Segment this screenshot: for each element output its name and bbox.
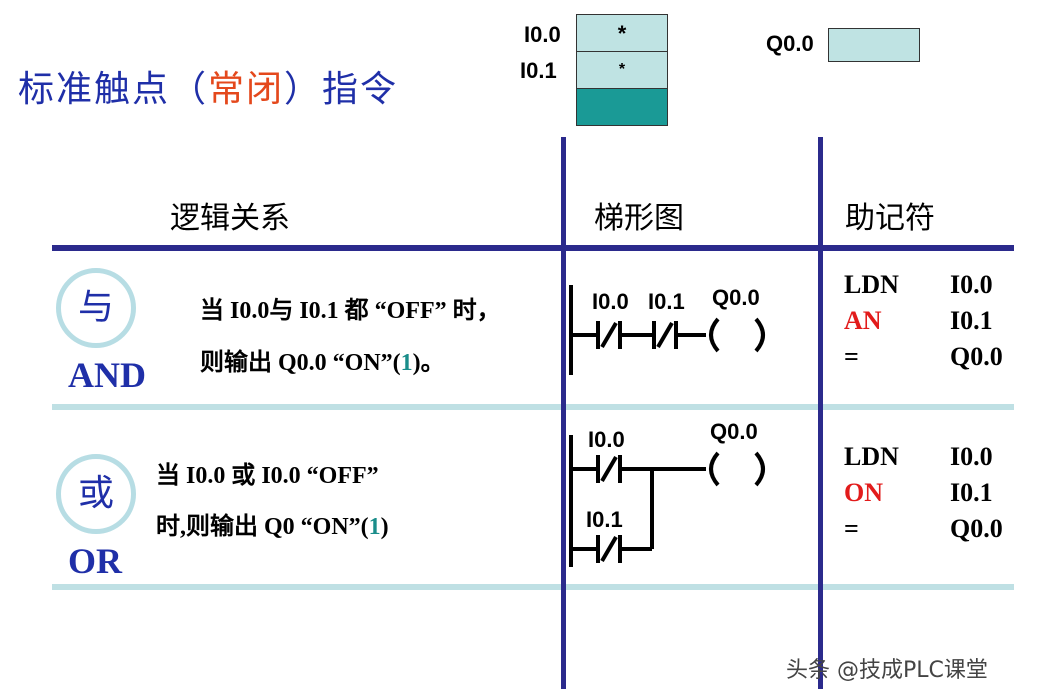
and-mn-op-3: = — [844, 342, 859, 371]
or-mn-arg-2: I0.1 — [950, 478, 993, 507]
and-contact2-slash — [656, 321, 674, 349]
and-mn-op-2: AN — [844, 306, 882, 335]
and-desc-line2-end: )。 — [412, 350, 445, 376]
header-mnemonic: 助记符 — [845, 201, 935, 236]
or-desc-line2: 时,则输出 Q0 “ON”(1) — [156, 506, 389, 541]
or-desc-line2-end: ) — [380, 514, 389, 540]
header-logic: 逻辑关系 — [170, 201, 290, 236]
watermark: 头条 @技成PLC课堂 — [786, 658, 988, 683]
title-part3: ）指令 — [284, 69, 399, 110]
or-desc-line2-number: 1 — [368, 514, 381, 540]
and-mn-arg-1: I0.0 — [950, 270, 993, 299]
or-coil-left — [709, 451, 720, 487]
and-desc-line2-text: 则输出 Q0.0 “ON”( — [200, 350, 401, 376]
and-label: AND — [68, 355, 146, 395]
or-contact2-slash — [600, 535, 618, 563]
and-ladder-diagram: I0.0 I0.1 Q0.0 — [569, 285, 765, 375]
and-mn-op-1: LDN — [844, 270, 899, 299]
or-contact2-label: I0.1 — [586, 507, 623, 532]
header-divider — [52, 245, 1014, 251]
or-desc-line1: 当 I0.0 或 I0.0 “OFF” — [156, 463, 379, 489]
and-mn-arg-3: Q0.0 — [950, 342, 1003, 371]
input-mark-i01: * — [618, 61, 626, 78]
and-coil-label: Q0.0 — [712, 285, 760, 310]
column-divider-2 — [818, 137, 823, 689]
input-mark-i00: * — [617, 21, 627, 46]
and-contact1-slash — [600, 321, 618, 349]
or-mn-op-2: ON — [844, 478, 883, 507]
and-coil-right — [754, 317, 765, 353]
input-box-i00[interactable]: * — [576, 14, 668, 52]
or-mn-op-1: LDN — [844, 442, 899, 471]
input-box-empty — [576, 88, 668, 126]
and-contact1-label: I0.0 — [592, 289, 629, 314]
page-title: 标准触点（常闭）指令 — [18, 60, 398, 112]
or-desc-line2-text: 时,则输出 Q0 “ON”( — [156, 514, 369, 540]
or-ladder-diagram: I0.0 I0.1 Q0.0 — [569, 419, 765, 567]
or-mn-arg-3: Q0.0 — [950, 514, 1003, 543]
or-contact1-slash — [600, 455, 618, 483]
or-coil-label: Q0.0 — [710, 419, 758, 444]
and-symbol-circle: 与 — [56, 268, 136, 348]
output-label-q00: Q0.0 — [766, 31, 814, 56]
or-mn-arg-1: I0.0 — [950, 442, 993, 471]
and-desc-line2-number: 1 — [400, 350, 413, 376]
and-contact2-label: I0.1 — [648, 289, 685, 314]
column-divider-1 — [561, 137, 566, 689]
title-part2: 常闭 — [208, 69, 285, 110]
input-label-i00: I0.0 — [524, 22, 561, 47]
row-divider-1 — [52, 404, 1014, 410]
and-mn-arg-2: I0.1 — [950, 306, 993, 335]
output-box-q00 — [828, 28, 920, 62]
input-label-i01: I0.1 — [520, 58, 557, 83]
input-box-i01[interactable]: * — [576, 51, 668, 89]
or-coil-right — [754, 451, 765, 487]
or-label: OR — [68, 541, 122, 581]
and-desc-line1: 当 I0.0与 I0.1 都 “OFF” 时， — [200, 298, 501, 324]
title-part1: 标准触点（ — [18, 69, 209, 110]
and-coil-left — [709, 317, 720, 353]
and-desc-line2: 则输出 Q0.0 “ON”(1)。 — [200, 342, 445, 377]
or-mn-op-3: = — [844, 514, 859, 543]
header-ladder: 梯形图 — [594, 201, 684, 236]
or-symbol-circle: 或 — [56, 454, 136, 534]
or-contact1-label: I0.0 — [588, 427, 625, 452]
row-divider-2 — [52, 584, 1014, 590]
